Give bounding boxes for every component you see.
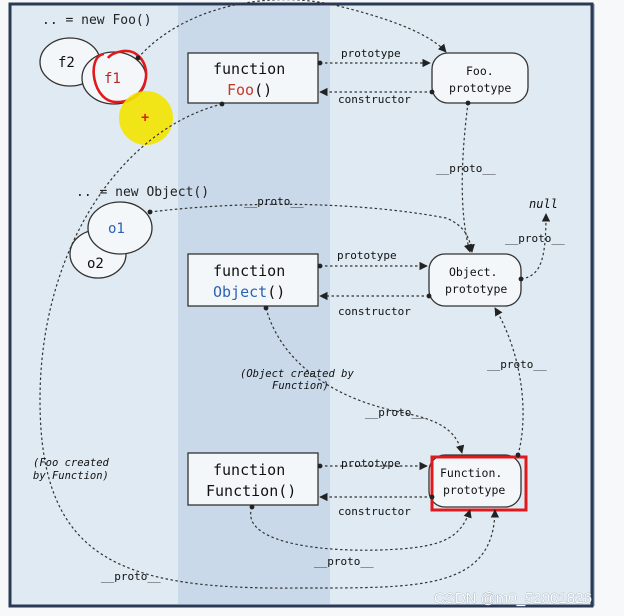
o1-label: o1	[108, 221, 125, 237]
svg-text:Object(): Object()	[213, 283, 285, 301]
function-function-proto-label: __proto__	[314, 555, 374, 568]
o1-proto-label: __proto__	[244, 195, 304, 208]
object-prototype-link-label: prototype	[337, 249, 397, 262]
foo-instances-label: .. = new Foo()	[42, 13, 152, 28]
cursor-plus: +	[141, 109, 149, 125]
object-instances-label: .. = new Object()	[76, 185, 209, 200]
foo-prototype-box: Foo. prototype	[431, 52, 529, 104]
foo-function-name: Foo	[227, 81, 254, 99]
foo-function-parens: ()	[254, 81, 272, 99]
f2-label: f2	[58, 55, 75, 71]
watermark: CSDN @m0_52001826	[434, 590, 592, 607]
object-function-proto-label: __proto__	[365, 406, 425, 419]
function-prototype-link-label: prototype	[341, 457, 401, 470]
function-constructor-link-label: constructor	[338, 505, 411, 518]
foo-created-note-line1: (Foo created	[33, 457, 110, 469]
object-function-name: Object	[213, 283, 267, 301]
connectors	[39, 0, 551, 589]
object-function-parens: ()	[267, 283, 285, 301]
function-function-keyword: function	[213, 461, 285, 479]
foo-function-keyword: function	[213, 60, 285, 78]
f1-highlight-scribble	[92, 49, 148, 104]
object-prototype-box: Object. prototype	[428, 253, 522, 307]
foo-prototype-link-label: prototype	[341, 47, 401, 60]
foo-prototype-line1: Foo.	[466, 64, 494, 78]
foo-prototype-line2: prototype	[449, 81, 511, 95]
function-function-box: function Function()	[187, 452, 319, 506]
object-created-note-line2: Function)	[272, 380, 329, 392]
function-prototype-box: Function. prototype	[428, 454, 522, 508]
object-constructor-link-label: constructor	[338, 305, 411, 318]
cursor-highlight	[119, 91, 173, 145]
object-function-keyword: function	[213, 262, 285, 280]
foo-created-note-line2: by Function)	[33, 470, 109, 482]
foo-function-box: function Foo()	[187, 52, 319, 104]
object-function-box: function Object()	[187, 253, 319, 307]
function-prototype-line2: prototype	[443, 483, 505, 497]
object-prototype-proto-label: __proto__	[505, 232, 565, 245]
svg-text:Foo(): Foo()	[227, 81, 272, 99]
f1-label: f1	[104, 71, 121, 87]
foo-prototype-proto-label: __proto__	[436, 162, 496, 175]
object-prototype-line1: Object.	[449, 265, 497, 279]
o2-label: o2	[87, 256, 104, 272]
foo-function-proto-label: __proto__	[101, 570, 161, 583]
function-function-name: Function()	[206, 482, 296, 500]
null-label: null	[529, 197, 558, 211]
function-prototype-proto-label: __proto__	[487, 358, 547, 371]
function-prototype-line1: Function.	[440, 466, 502, 480]
object-created-note-line1: (Object created by	[240, 368, 354, 380]
object-prototype-line2: prototype	[445, 282, 507, 296]
foo-constructor-link-label: constructor	[338, 93, 411, 106]
